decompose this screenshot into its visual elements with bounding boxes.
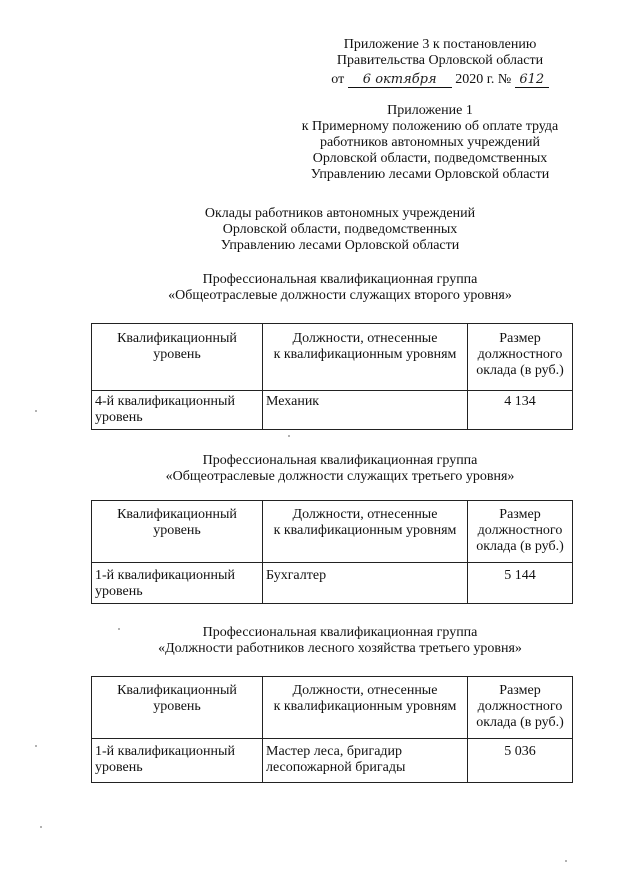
group-heading-line: «Должности работников лесного хозяйства … — [158, 641, 522, 656]
level-cell: 1-й квалификационный уровень — [91, 562, 263, 604]
header-cell-level: Квалификационный уровень — [91, 676, 263, 739]
scan-speck — [565, 860, 567, 862]
positions-cell: Бухгалтер — [262, 562, 468, 604]
header-cell-salary: Размер должностного оклада (в руб.) — [467, 500, 573, 563]
group-heading-line: Профессиональная квалификационная группа — [202, 625, 478, 640]
appendix-line: Приложение 1 — [387, 103, 473, 118]
header-cell-positions: Должности, отнесенные к квалификационным… — [262, 500, 468, 563]
level-cell: 1-й квалификационный уровень — [91, 738, 263, 783]
appendix-line: Орловской области, подведомственных — [312, 151, 548, 166]
scan-speck — [118, 628, 120, 630]
header-cell-positions: Должности, отнесенные к квалификационным… — [262, 676, 468, 739]
group-heading-2: Профессиональная квалификационная группа… — [110, 453, 570, 485]
date-year: 2020 г. № — [455, 72, 512, 87]
scan-speck — [288, 435, 290, 437]
salary-cell: 5 036 — [467, 738, 573, 783]
resolution-line-2: Правительства Орловской области — [336, 53, 544, 68]
header-cell-positions: Должности, отнесенные к квалификационным… — [262, 323, 468, 391]
group-heading-line: Профессиональная квалификационная группа — [202, 272, 478, 287]
resolution-header: Приложение 3 к постановлению Правительст… — [325, 37, 555, 88]
resolution-line-1: Приложение 3 к постановлению — [343, 37, 537, 52]
positions-cell: Мастер леса, бригадир лесопожарной брига… — [262, 738, 468, 783]
handwritten-number: 612 — [514, 72, 549, 88]
group-heading-line: «Общеотраслевые должности служащих второ… — [168, 288, 512, 303]
table-row: 1-й квалификационный уровень Бухгалтер 5… — [91, 562, 573, 604]
salary-cell: 5 144 — [467, 562, 573, 604]
header-cell-level: Квалификационный уровень — [91, 323, 263, 391]
title-line: Управлению лесами Орловской области — [220, 238, 460, 253]
appendix-line: Управлению лесами Орловской области — [310, 167, 550, 182]
table-header-row: Квалификационный уровень Должности, отне… — [91, 676, 573, 739]
handwritten-date: 6 октября — [347, 72, 452, 88]
salary-table-1: Квалификационный уровень Должности, отне… — [91, 323, 573, 430]
appendix-line: к Примерному положению об оплате труда — [301, 119, 559, 134]
salary-cell: 4 134 — [467, 390, 573, 430]
table-row: 1-й квалификационный уровень Мастер леса… — [91, 738, 573, 783]
appendix-block: Приложение 1 к Примерному положению об о… — [270, 103, 590, 183]
table-header-row: Квалификационный уровень Должности, отне… — [91, 500, 573, 563]
appendix-line: работников автономных учреждений — [319, 135, 541, 150]
positions-cell: Механик — [262, 390, 468, 430]
header-cell-salary: Размер должностного оклада (в руб.) — [467, 676, 573, 739]
resolution-date-line: от 6 октября 2020 г. № 612 — [325, 72, 555, 88]
scan-speck — [35, 410, 37, 412]
table-header-row: Квалификационный уровень Должности, отне… — [91, 323, 573, 391]
header-cell-salary: Размер должностного оклада (в руб.) — [467, 323, 573, 391]
table-row: 4-й квалификационный уровень Механик 4 1… — [91, 390, 573, 430]
scan-speck — [35, 745, 37, 747]
document-title: Оклады работников автономных учреждений … — [170, 206, 510, 254]
group-heading-1: Профессиональная квалификационная группа… — [110, 272, 570, 304]
title-line: Орловской области, подведомственных — [222, 222, 458, 237]
scan-speck — [40, 826, 42, 828]
salary-table-2: Квалификационный уровень Должности, отне… — [91, 500, 573, 604]
salary-table-3: Квалификационный уровень Должности, отне… — [91, 676, 573, 783]
group-heading-line: Профессиональная квалификационная группа — [202, 453, 478, 468]
title-line: Оклады работников автономных учреждений — [204, 206, 476, 221]
group-heading-3: Профессиональная квалификационная группа… — [110, 625, 570, 657]
header-cell-level: Квалификационный уровень — [91, 500, 263, 563]
date-prefix: от — [331, 72, 345, 87]
level-cell: 4-й квалификационный уровень — [91, 390, 263, 430]
group-heading-line: «Общеотраслевые должности служащих треть… — [165, 469, 515, 484]
